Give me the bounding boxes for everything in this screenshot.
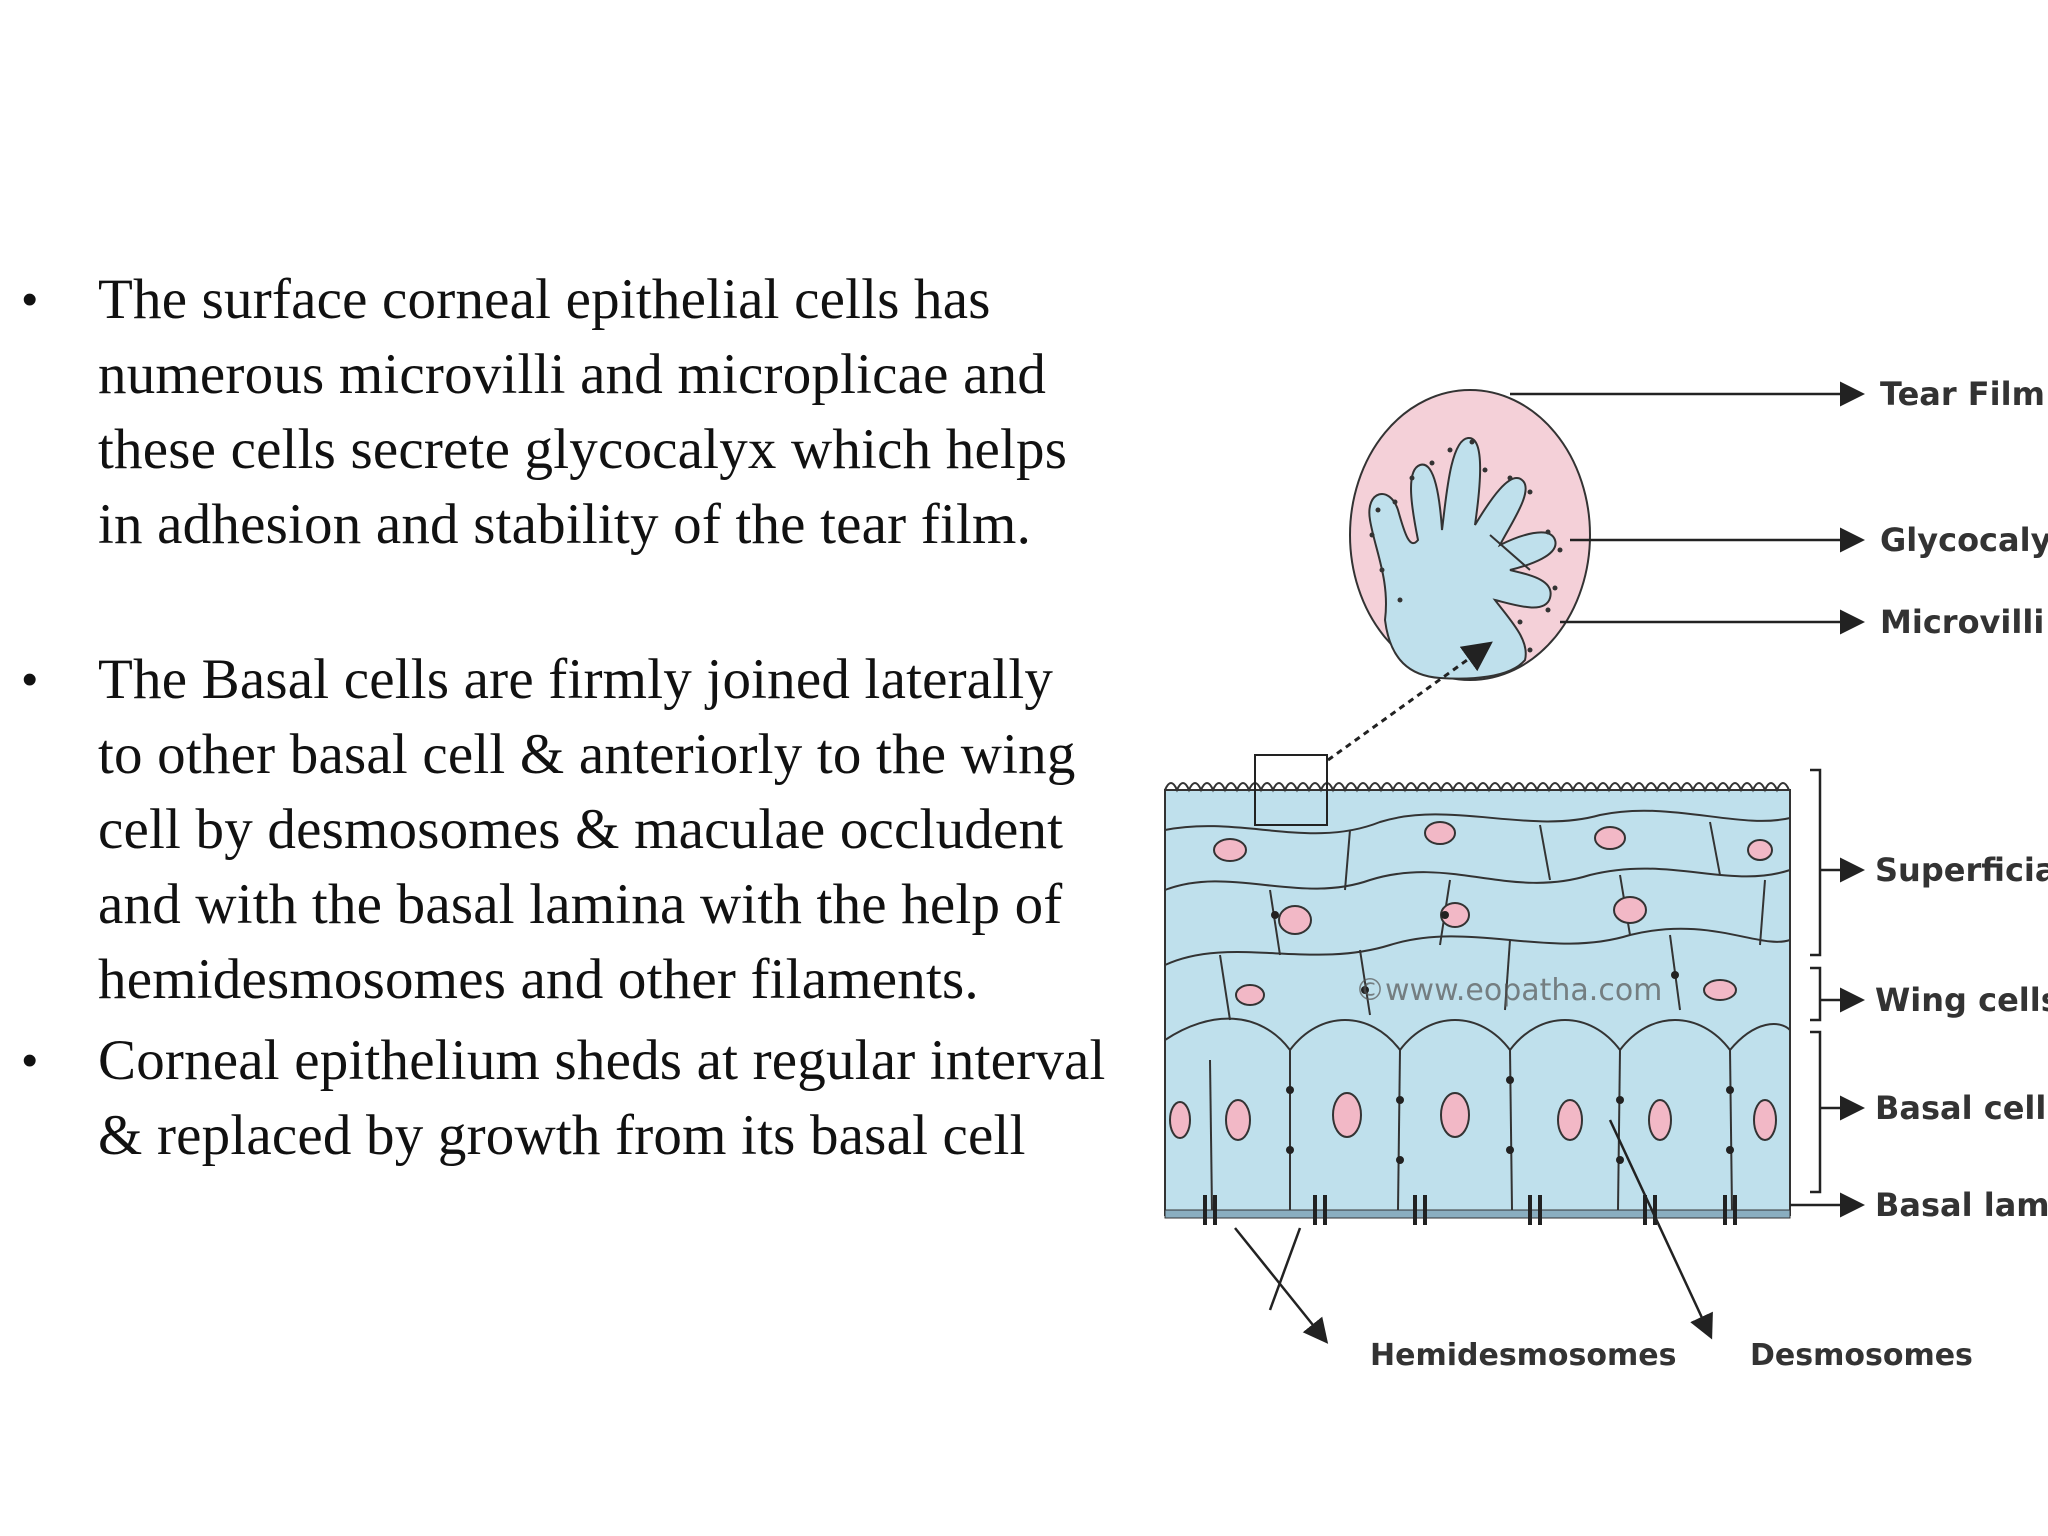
- glycocalyx-dots: [1369, 439, 1563, 653]
- label-basal-lamina: Basal lamina: [1875, 1186, 2048, 1224]
- layer-boundary-1: [1164, 809, 1791, 835]
- bullet-glyph: •: [22, 655, 38, 704]
- layer-boundary-3: [1164, 927, 1791, 966]
- hemidesmosome-marks: [1203, 1195, 1737, 1225]
- epithelium-block: ©www.eopatha.com: [1164, 754, 1791, 1225]
- label-glycocalyx: Glycocalyx: [1880, 521, 2048, 559]
- corneal-epithelium-diagram: ©www.eopatha.com Tear Film Gly: [1164, 375, 2048, 1373]
- label-microvilli: Microvilli: [1880, 603, 2044, 641]
- bullet-list: • The surface corneal epithelial cells h…: [22, 262, 1112, 1173]
- layer-boundary-2: [1164, 867, 1791, 891]
- magnified-surface: [1349, 389, 1591, 681]
- basal-lamina-band: [1164, 1209, 1791, 1219]
- label-desmosomes: Desmosomes: [1750, 1338, 1973, 1373]
- diagram-watermark: ©www.eopatha.com: [1355, 973, 1662, 1008]
- label-tear-film: Tear Film: [1880, 375, 2045, 413]
- microvilli-surface: [1164, 782, 1790, 793]
- bullet-item-basal-cells: • The Basal cells are firmly joined late…: [22, 642, 1112, 1017]
- bullet-item-shedding: • Corneal epithelium sheds at regular in…: [22, 1023, 1112, 1173]
- bullet-glyph: •: [22, 1036, 38, 1085]
- layer-boundary-4: [1164, 1017, 1791, 1052]
- magnified-microvilli: [1368, 436, 1557, 680]
- label-basal-cells: Basal cells: [1875, 1089, 2048, 1127]
- label-hemidesmosomes: Hemidesmosomes: [1370, 1338, 1676, 1373]
- nuclei: [1169, 821, 1777, 1141]
- bullet-item-surface-cells: • The surface corneal epithelial cells h…: [22, 262, 1112, 562]
- label-wing-cells: Wing cells: [1875, 981, 2048, 1019]
- zoom-selection-box: [1254, 754, 1328, 826]
- bullet-text: Corneal epithelium sheds at regular inte…: [98, 1029, 1106, 1167]
- bullet-text: The surface corneal epithelial cells has…: [98, 268, 1068, 556]
- label-superficial-cells: Superficial c: [1875, 851, 2048, 889]
- desmosome-marks: [1271, 911, 1734, 1164]
- bullet-text: The Basal cells are firmly joined latera…: [98, 648, 1076, 1011]
- bullet-glyph: •: [22, 275, 38, 324]
- epithelium-background: [1164, 789, 1791, 1216]
- label-arrows: [1234, 381, 1865, 1344]
